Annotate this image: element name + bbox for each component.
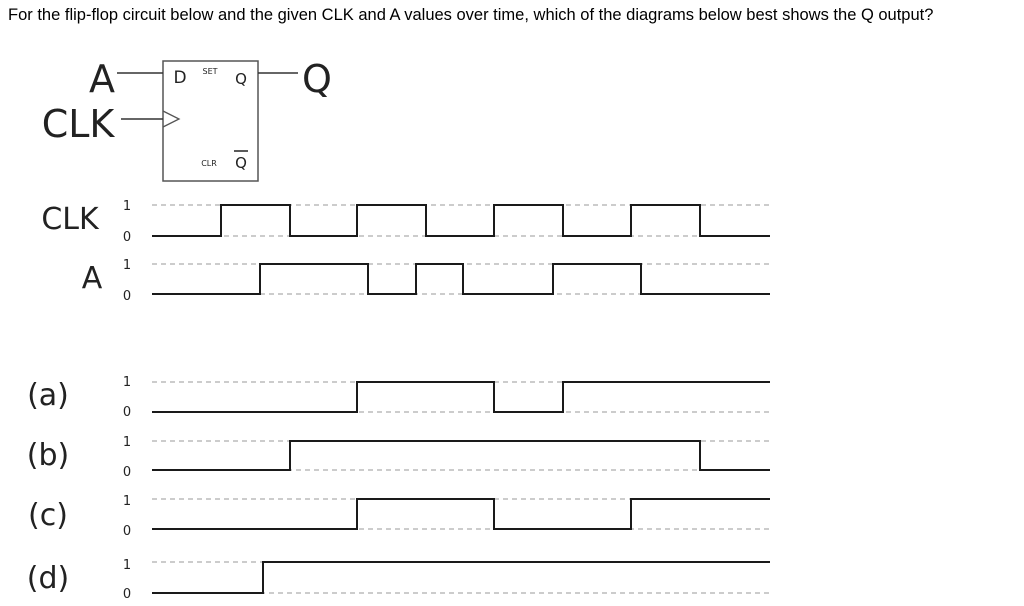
level-high-label: 1 (123, 199, 131, 214)
waveform-a (152, 381, 770, 413)
level-high-label: 1 (123, 258, 131, 273)
option-label-c: (c) (28, 498, 68, 533)
signal-label-a: A (82, 261, 103, 296)
waveform-a (152, 263, 770, 295)
waveform-d (152, 561, 770, 594)
waveform-c (152, 498, 770, 530)
option-label-d: (d) (27, 561, 69, 596)
question-text: For the flip-flop circuit below and the … (8, 6, 934, 24)
waveform-clk (152, 204, 770, 237)
level-high-label: 1 (123, 435, 131, 450)
level-low-label: 0 (123, 587, 131, 602)
timing-row-a: A 1 0 (82, 258, 770, 304)
timing-row-option-d[interactable]: (d) 1 0 (27, 558, 770, 602)
level-low-label: 0 (123, 289, 131, 304)
level-low-label: 0 (123, 465, 131, 480)
level-high-label: 1 (123, 558, 131, 573)
timing-row-option-c[interactable]: (c) 1 0 (28, 494, 770, 539)
level-low-label: 0 (123, 230, 131, 245)
level-high-label: 1 (123, 494, 131, 509)
clk-input-label: CLK (42, 102, 116, 146)
d-flip-flop-symbol: A CLK Q D SET Q CLR Q (42, 57, 332, 182)
input-signal-rows: CLK 1 0 A 1 0 (41, 199, 770, 304)
level-high-label: 1 (123, 375, 131, 390)
d-input-label: A (89, 57, 115, 101)
timing-row-option-b[interactable]: (b) 1 0 (27, 435, 770, 480)
q-output-label: Q (302, 57, 332, 101)
clock-edge-triangle (162, 110, 181, 128)
pin-d-label: D (173, 68, 186, 88)
pin-clr-label: CLR (201, 159, 217, 168)
flip-flop-body (162, 60, 259, 182)
pin-q-label: Q (235, 70, 247, 88)
option-label-b: (b) (27, 438, 69, 473)
level-low-label: 0 (123, 405, 131, 420)
timing-row-option-a[interactable]: (a) 1 0 (27, 375, 770, 420)
signal-label-clk: CLK (41, 202, 100, 237)
option-label-a: (a) (27, 378, 69, 413)
level-low-label: 0 (123, 524, 131, 539)
timing-row-clk: CLK 1 0 (41, 199, 770, 245)
pin-set-label: SET (202, 67, 217, 76)
pin-qbar-label: Q (235, 154, 247, 172)
waveform-b (152, 440, 770, 471)
answer-option-rows: (a) 1 0 (b) 1 0 (c) 1 0 (d) 1 0 (27, 375, 770, 602)
